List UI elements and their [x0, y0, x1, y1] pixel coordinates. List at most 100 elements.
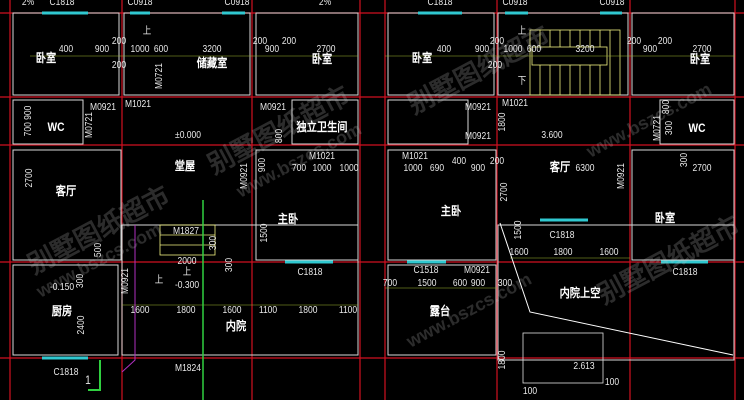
dimension: 100: [604, 377, 620, 388]
dimension: 200: [281, 36, 297, 47]
door-label: M1021: [402, 151, 428, 162]
dimension: 300: [208, 235, 219, 251]
dimension: 300: [75, 273, 86, 289]
dimension: 200: [252, 36, 268, 47]
dimension: 900: [470, 163, 486, 174]
room-wc: WC: [688, 121, 706, 135]
room-terrace: 露台: [429, 304, 451, 318]
dimension: 900: [642, 44, 658, 55]
dimension: 1000: [503, 44, 523, 55]
dimension: 3200: [575, 44, 595, 55]
stair-up-label: 上: [182, 267, 192, 278]
elevation-mark: -0.150: [49, 282, 75, 293]
stair-up-label: 上: [154, 275, 164, 286]
elevation-mark: 3.600: [541, 130, 563, 141]
dimension: 1600: [509, 247, 529, 258]
dimension: 200: [111, 36, 127, 47]
door-label: M0921: [465, 102, 491, 113]
dimension: 3200: [202, 44, 222, 55]
dimension: 900: [470, 278, 486, 289]
dimension: 700 900: [23, 105, 34, 137]
window-label: C0918: [502, 0, 528, 8]
door-label: M1021: [125, 99, 151, 110]
dimension: 1000: [312, 163, 332, 174]
dimension: 1800: [298, 305, 318, 316]
dimension: 600: [526, 44, 542, 55]
dimension: 1800: [497, 350, 508, 370]
dimension: 600: [153, 44, 169, 55]
elevation-mark: 2.613: [573, 361, 595, 372]
window-label: C1818: [297, 267, 323, 278]
window-label: C1818: [672, 267, 698, 278]
door-label: M1827: [173, 226, 199, 237]
door-label: M0921: [239, 163, 250, 189]
dimension: 1800: [176, 305, 196, 316]
dimension: 300: [679, 152, 690, 168]
windows: [42, 11, 708, 360]
dimension: 1100: [258, 305, 278, 316]
room-bedroom: 卧室: [411, 51, 433, 65]
window-label: C1818: [49, 0, 75, 8]
door-label: M0921: [90, 102, 116, 113]
dimension: 1600: [599, 247, 619, 258]
dimension: 400: [436, 44, 452, 55]
door-label: M1021: [309, 151, 335, 162]
dimension: 1000: [403, 163, 423, 174]
dimension: 500: [93, 242, 104, 258]
dimension: 300: [664, 120, 675, 136]
room-living-room: 客厅: [55, 184, 77, 198]
window-label: C0918: [224, 0, 250, 8]
stair-up-label: 上: [142, 26, 152, 37]
dimension: 100: [522, 386, 538, 397]
dimension: 1000: [339, 163, 359, 174]
window-label: C1818: [53, 367, 79, 378]
elevation-mark: -0.300: [174, 280, 200, 291]
room-courtyard: 内院: [225, 319, 247, 333]
dimension: 2000: [177, 256, 197, 267]
dimension: 1500: [513, 220, 524, 240]
dimension-lines: [30, 55, 735, 306]
dimension: 1000: [130, 44, 150, 55]
room-bedroom: 卧室: [654, 211, 676, 225]
room-bedroom: 卧室: [311, 52, 333, 66]
dimension: 2700: [316, 44, 336, 55]
dimension: 6300: [575, 163, 595, 174]
dimension: 1600: [130, 305, 150, 316]
dimension: 900: [257, 157, 268, 173]
dimension: 2700: [692, 163, 712, 174]
dimension: 200: [487, 60, 503, 71]
door-label: M0721: [652, 115, 663, 141]
room-bedroom: 卧室: [689, 52, 711, 66]
dimension: 900: [264, 44, 280, 55]
door-label: M0921: [464, 265, 490, 276]
accent-lines: [88, 200, 734, 400]
dimension: 690: [429, 163, 445, 174]
door-label: M0721: [84, 112, 95, 138]
door-label: M1021: [502, 98, 528, 109]
door-label: M1824: [175, 363, 201, 374]
slope-label: 2%: [318, 0, 332, 8]
dimension: 600: [452, 278, 468, 289]
door-label: M0721: [154, 63, 165, 89]
dimension: 1100: [338, 305, 358, 316]
room-bedroom: 卧室: [35, 51, 57, 65]
room-wc: WC: [47, 120, 65, 134]
dimension: 200: [489, 156, 505, 167]
dimension: 1500: [259, 223, 270, 243]
room-kitchen: 厨房: [51, 304, 73, 318]
elevation-mark: ±0.000: [175, 130, 201, 141]
dimension: 1800: [497, 112, 508, 132]
dimension: 800: [274, 128, 285, 144]
door-label: M0921: [616, 163, 627, 189]
dimension: 1500: [417, 278, 437, 289]
dimension: 200: [489, 36, 505, 47]
section-mark: 1: [85, 373, 91, 387]
dimension: 200: [111, 60, 127, 71]
room-main-hall: 堂屋: [174, 159, 196, 173]
window-label: C1818: [549, 230, 575, 241]
room-storage: 储藏室: [196, 56, 228, 70]
window-label: C0918: [599, 0, 625, 8]
